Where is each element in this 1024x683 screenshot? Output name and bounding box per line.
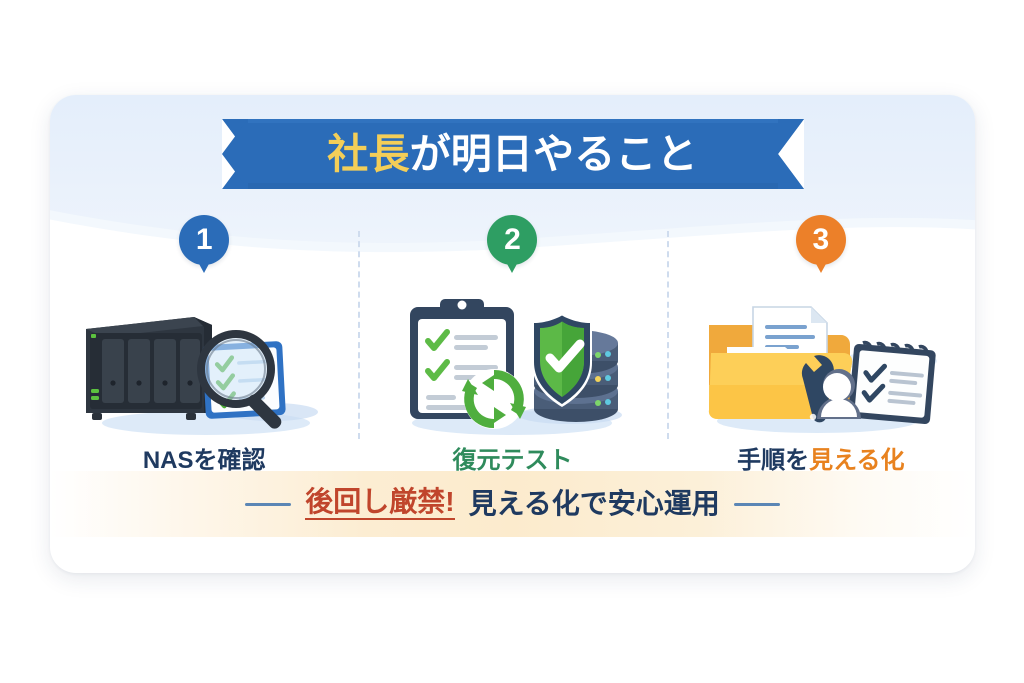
infographic-card: 社長 が明日やること 1: [50, 95, 975, 573]
ribbon-title: 社長 が明日やること: [222, 119, 804, 189]
step-caption-2: 復元テスト: [452, 449, 572, 473]
refresh-arrows-icon: [462, 369, 527, 429]
step-caption-main-2: 復元テスト: [452, 447, 573, 474]
nas-server-icon: [86, 317, 213, 420]
step-divider-1: [358, 231, 361, 439]
notepad-checklist-icon: [848, 340, 936, 425]
footer-warning-text: 後回し厳禁!: [305, 488, 455, 520]
step-badge-1: 1: [179, 215, 230, 265]
step-caption-1: NASを確認: [143, 449, 266, 473]
shield-check-icon: [532, 313, 593, 407]
step-caption-main-1: NASを確認: [142, 447, 266, 474]
step-badge-2: 2: [487, 215, 538, 265]
step-caption-main-3: 手順を: [737, 447, 810, 474]
step-illustration-2: [384, 291, 640, 437]
step-badge-3: 3: [795, 215, 846, 265]
footer-band: 後回し厳禁! 見える化で安心運用: [50, 471, 975, 537]
ribbon-shape: [221, 119, 804, 189]
step-item-2: 2: [358, 213, 666, 493]
step-caption-3: 手順を見える化: [737, 449, 904, 473]
step-number-2: 2: [504, 223, 521, 256]
step-divider-2: [666, 231, 669, 439]
step-item-1: 1: [50, 213, 358, 493]
step-illustration-3: [693, 291, 949, 437]
footer-rule-right: [733, 502, 780, 506]
magnifier-icon: [197, 330, 282, 429]
footer-rule-left: [245, 502, 292, 506]
step-number-1: 1: [195, 223, 213, 256]
person-icon: [816, 369, 861, 419]
steps-row: 1: [50, 213, 975, 493]
footer-message-text: 見える化で安心運用: [468, 488, 720, 519]
step-illustration-1: [76, 291, 332, 437]
ribbon-title-highlight: 社長: [327, 130, 410, 177]
step-number-3: 3: [812, 223, 830, 256]
step-caption-accent-3: 見える化: [809, 447, 905, 474]
title-ribbon: 社長 が明日やること: [221, 119, 804, 189]
step-item-3: 3: [667, 213, 975, 493]
ribbon-title-rest: が明日やること: [409, 130, 698, 177]
